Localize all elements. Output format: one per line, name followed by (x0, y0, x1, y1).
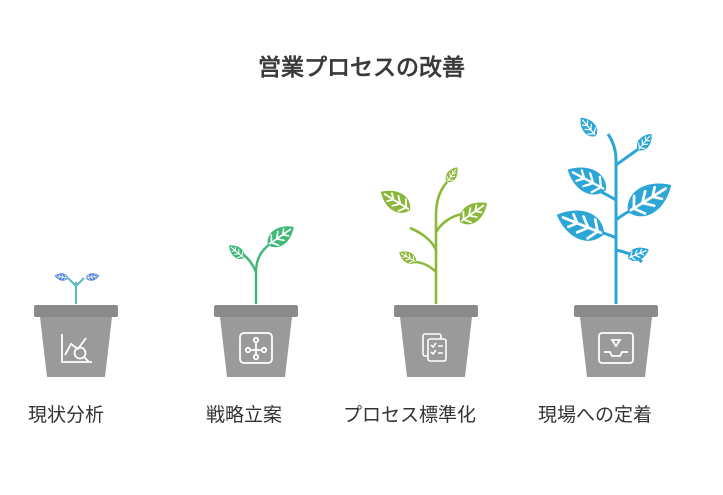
stage-1-pot (34, 305, 118, 377)
stage-1-label: 現状分析 (28, 404, 105, 426)
stage-1-plant (53, 271, 101, 304)
stage-4-plant (550, 112, 681, 304)
document-checklist-icon (422, 333, 447, 362)
strategy-flow-icon (239, 332, 273, 364)
stage-4-label: 現場への定着 (538, 404, 653, 426)
stage-2-pot (214, 305, 298, 377)
stage-2-label: 戦略立案 (206, 404, 283, 426)
stage-3-label: プロセス標準化 (343, 404, 477, 426)
inbox-tray-icon (598, 332, 634, 364)
stage-3-plant (374, 163, 494, 304)
page-title: 営業プロセスの改善 (258, 55, 465, 81)
magnifier-chart-icon (61, 334, 92, 363)
stage-2-plant (225, 218, 300, 304)
stage-4-pot (574, 305, 658, 377)
